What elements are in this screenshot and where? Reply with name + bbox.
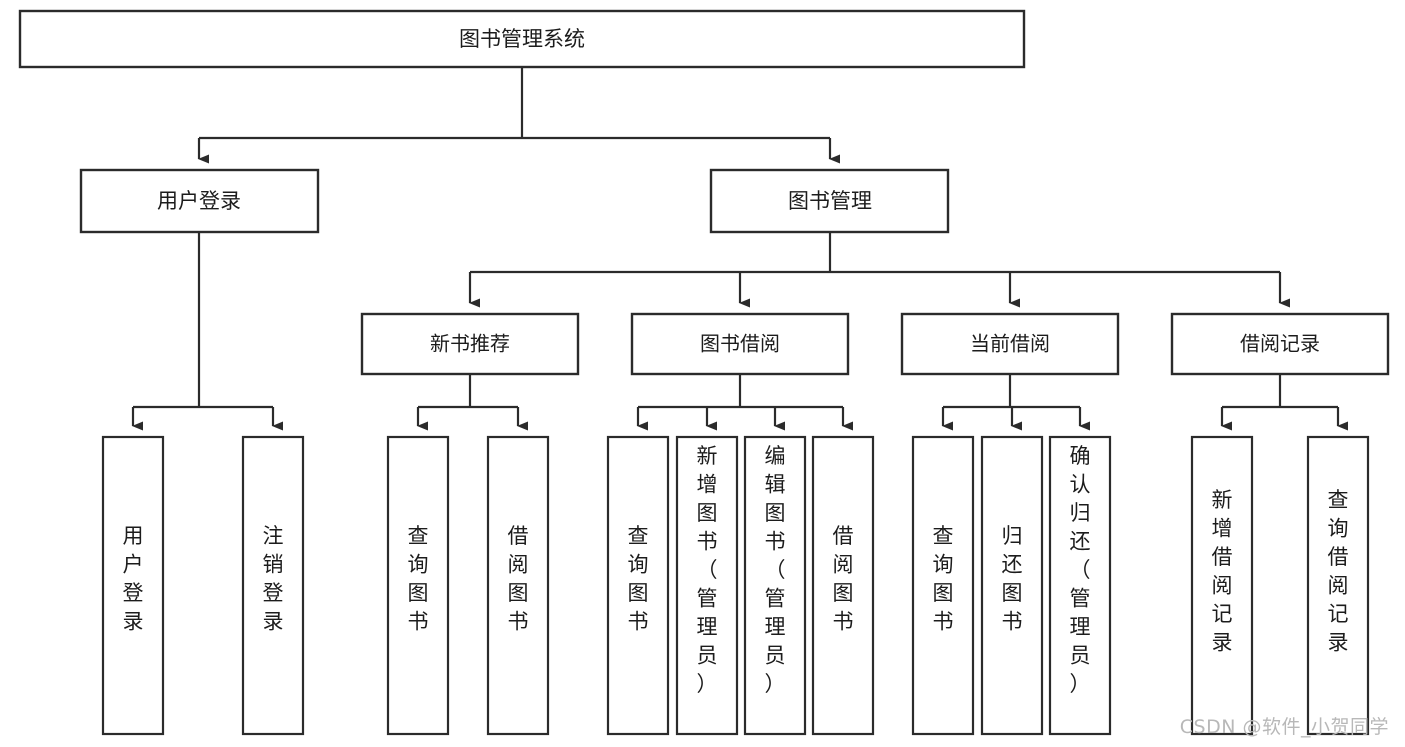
leaf-edit-book-admin-label: 编辑图书（管理员） [765,444,786,696]
leaf-query-book-current-box [911,435,975,736]
leaf-query-book-borrow-box [606,435,670,736]
node-user-login[interactable]: 用户登录 [79,168,320,234]
node-book-borrow-label: 图书借阅 [700,332,780,356]
node-root-book-management-system[interactable]: 图书管理系统 [18,9,1026,69]
leaf-node-layer: 用户登录 注销登录 查询图书 借阅图书 查询图书 新增图书（管理员） 编辑图书（管理员） 借阅… [101,435,1370,736]
leaf-query-book-newbooks-label: 查询图书 [408,524,429,634]
leaf-logout-box [241,435,305,736]
leaf-node[interactable]: 新增图书（管理员） [675,435,739,736]
leaf-logout-label: 注销登录 [263,524,284,634]
leaf-borrow-book-borrow-box [811,435,875,736]
node-user-login-label: 用户登录 [157,189,241,213]
leaf-node[interactable]: 查询图书 [606,435,670,736]
leaf-node[interactable]: 注销登录 [241,435,305,736]
leaf-query-borrow-record-label: 查询借阅记录 [1328,488,1349,655]
leaf-node[interactable]: 归还图书 [980,435,1044,736]
connector-layer [131,67,1348,431]
leaf-confirm-return-admin-label: 确认归还（管理员） [1070,444,1091,696]
leaf-borrow-book-newbooks-label: 借阅图书 [508,524,529,634]
leaf-query-book-borrow-label: 查询图书 [628,524,649,634]
node-current-borrow-box [900,312,1120,376]
node-user-login-box [79,168,320,234]
leaf-user-login-box [101,435,165,736]
node-book-borrow[interactable]: 图书借阅 [630,312,850,376]
node-new-book-recommend[interactable]: 新书推荐 [360,312,580,376]
leaf-add-borrow-record-box [1190,435,1254,736]
leaf-node[interactable]: 编辑图书（管理员） [743,435,807,736]
node-book-management-label: 图书管理 [788,189,872,213]
leaf-edit-book-admin-box [743,435,807,736]
node-current-borrow[interactable]: 当前借阅 [900,312,1120,376]
leaf-query-book-current-label: 查询图书 [933,524,954,634]
leaf-confirm-return-admin-box [1048,435,1112,736]
leaf-query-borrow-record-box [1306,435,1370,736]
leaf-node[interactable]: 借阅图书 [486,435,550,736]
leaf-node[interactable]: 查询借阅记录 [1306,435,1370,736]
leaf-add-borrow-record-label: 新增借阅记录 [1212,488,1233,655]
leaf-node[interactable]: 确认归还（管理员） [1048,435,1112,736]
leaf-return-book-label: 归还图书 [1002,524,1023,634]
node-root-label: 图书管理系统 [459,27,585,51]
node-root-box [18,9,1026,69]
leaf-user-login-label: 用户登录 [123,524,144,634]
leaf-node[interactable]: 查询图书 [911,435,975,736]
leaf-query-book-newbooks-box [386,435,450,736]
node-current-borrow-label: 当前借阅 [970,332,1050,356]
watermark-csdn: CSDN @软件_小贺同学 [1179,716,1389,738]
node-book-borrow-box [630,312,850,376]
node-new-book-recommend-box [360,312,580,376]
leaf-node[interactable]: 借阅图书 [811,435,875,736]
leaf-return-book-box [980,435,1044,736]
node-book-management-box [709,168,950,234]
leaf-add-book-admin-label: 新增图书（管理员） [697,444,718,696]
leaf-node[interactable]: 用户登录 [101,435,165,736]
leaf-add-book-admin-box [675,435,739,736]
leaf-node[interactable]: 新增借阅记录 [1190,435,1254,736]
node-book-management[interactable]: 图书管理 [709,168,950,234]
node-new-book-recommend-label: 新书推荐 [430,332,510,356]
leaf-borrow-book-borrow-label: 借阅图书 [833,524,854,634]
leaf-borrow-book-newbooks-box [486,435,550,736]
node-borrow-records-label: 借阅记录 [1240,332,1320,356]
leaf-node[interactable]: 查询图书 [386,435,450,736]
node-borrow-records-box [1170,312,1390,376]
node-borrow-records[interactable]: 借阅记录 [1170,312,1390,376]
